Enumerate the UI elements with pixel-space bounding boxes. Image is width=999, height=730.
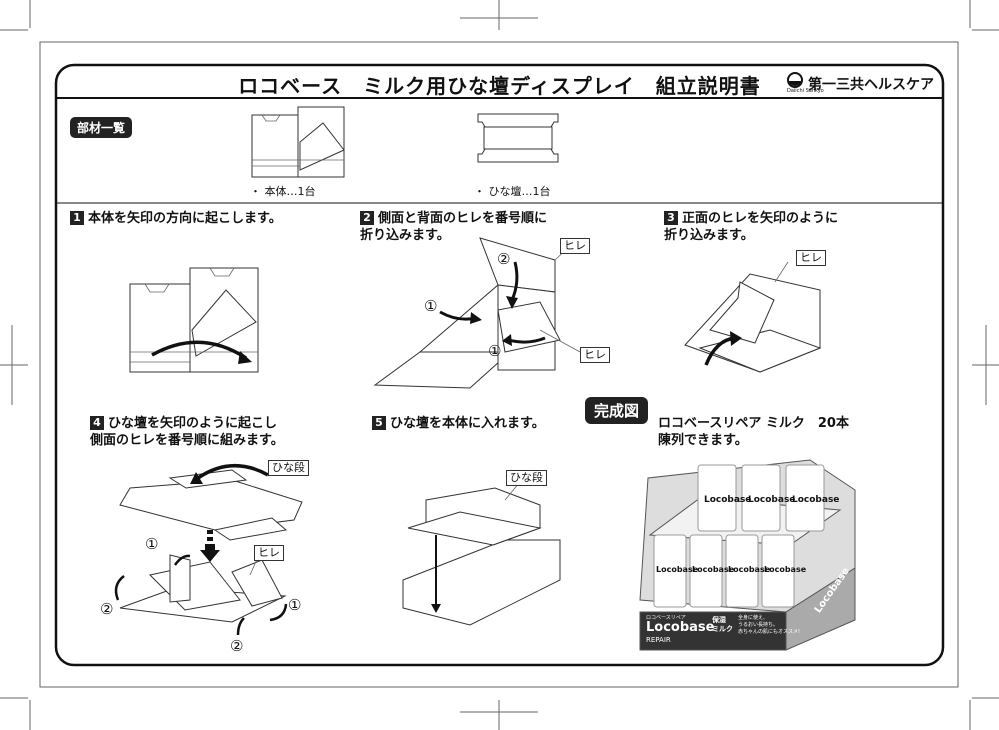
parts-badge: 部材一覧 xyxy=(70,117,133,138)
step-5: 5 ひな壇を本体に入れます。 xyxy=(372,415,545,432)
step-3-text: 正面のヒレを矢印のように 折り込みます。 xyxy=(664,211,839,243)
completion-text: ロコベースリペア ミルク 20本 陳列できます。 xyxy=(658,416,849,448)
part-tier-label: ・ ひな壇…1台 xyxy=(474,185,551,198)
marker-2-step2: ② xyxy=(497,250,511,268)
step-5-number: 5 xyxy=(372,416,386,430)
marker-2-step4-bottom: ② xyxy=(230,637,244,655)
step-4-text: ひな壇を矢印のように起こし 側面のヒレを番号順に組みます。 xyxy=(90,416,284,448)
pop-kana: ロコベースリペア xyxy=(646,615,686,621)
pop-brand: Locobase xyxy=(646,620,715,635)
pop-sub: REPAIR xyxy=(646,636,671,644)
product-brand-1: Locobase xyxy=(704,495,752,505)
marker-1-step4-left: ① xyxy=(145,535,159,553)
step-1: 1 本体を矢印の方向に起こします。 xyxy=(70,210,282,227)
step-1-text: 本体を矢印の方向に起こします。 xyxy=(88,211,282,226)
tag-hinadan-step4: ひな段 xyxy=(268,460,309,476)
product-brand-4: Locobase xyxy=(656,565,699,574)
brand-sub: Daiichi Sankyo xyxy=(787,88,824,94)
page-title: ロコベース ミルク用ひな壇ディスプレイ 組立説明書 xyxy=(238,74,761,98)
brand-name: 第一三共ヘルスケア xyxy=(808,77,934,93)
completion-badge: 完成図 xyxy=(585,397,649,424)
tag-hinadan-step5: ひな段 xyxy=(506,470,547,486)
product-brand-7: Locobase xyxy=(764,565,807,574)
pop-milk: 保湿 ミルク xyxy=(712,616,733,633)
tag-hire-step3: ヒレ xyxy=(796,250,826,266)
step-4-number: 4 xyxy=(90,416,104,430)
tag-hire-step2-top: ヒレ xyxy=(560,238,590,254)
product-brand-2: Locobase xyxy=(748,495,796,505)
marker-2-step4-left: ② xyxy=(100,600,114,618)
step-5-text: ひな壇を本体に入れます。 xyxy=(390,416,545,431)
product-brand-5: Locobase xyxy=(692,565,735,574)
tag-hire-step4: ヒレ xyxy=(254,545,284,561)
step-1-number: 1 xyxy=(70,211,84,225)
pop-promo: 全身に使え、 うるおい長持ち。 赤ちゃんの肌にもオススメ! xyxy=(738,615,801,635)
step-2-number: 2 xyxy=(360,211,374,225)
product-brand-3: Locobase xyxy=(792,495,840,505)
tag-hire-step2-bottom: ヒレ xyxy=(580,347,610,363)
marker-1-step2-left: ① xyxy=(424,297,438,315)
part-body-label: ・ 本体…1台 xyxy=(250,185,316,198)
marker-1-step4-right: ① xyxy=(288,596,302,614)
marker-1-step2-right: ① xyxy=(488,342,502,360)
step-2-text: 側面と背面のヒレを番号順に 折り込みます。 xyxy=(360,211,548,243)
product-brand-6: Locobase xyxy=(728,565,771,574)
step-3-number: 3 xyxy=(664,211,678,225)
